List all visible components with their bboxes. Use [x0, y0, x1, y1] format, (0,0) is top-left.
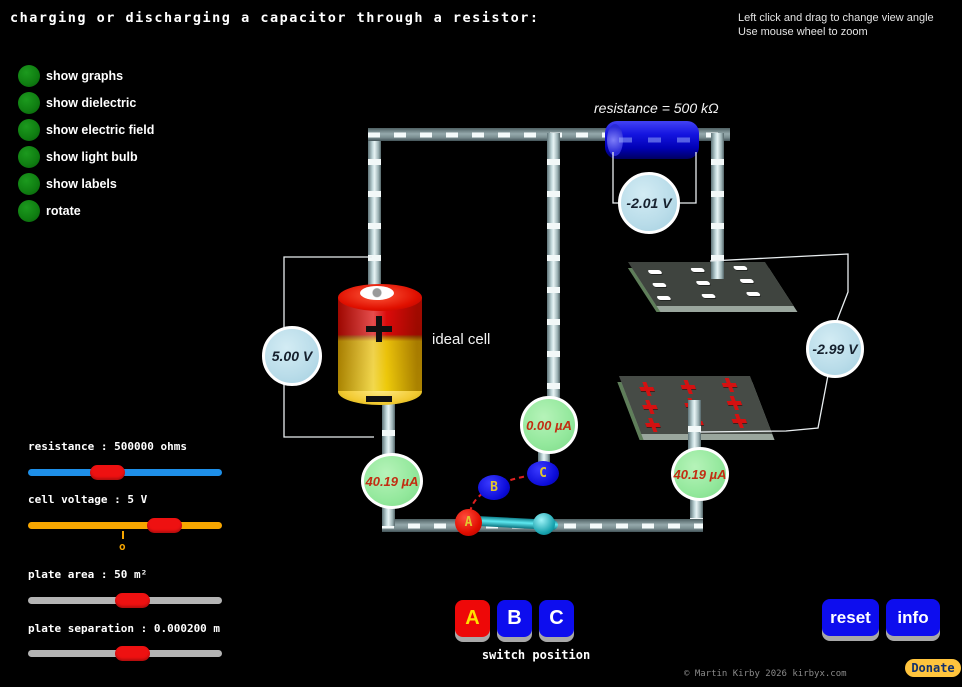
resistor-voltmeter-value: -2.01 V — [626, 195, 672, 211]
reset-label: reset — [830, 607, 871, 627]
positive-charge-icon — [725, 396, 744, 410]
wire-top-plate-stem — [711, 133, 724, 279]
options-panel: show graphs show dielectric show electri… — [18, 65, 154, 227]
checkbox-circle-icon[interactable] — [18, 119, 40, 141]
switch-position-c-button[interactable]: C — [539, 600, 574, 637]
checkbox-circle-icon[interactable] — [18, 65, 40, 87]
negative-charge-icon — [647, 270, 663, 274]
switch-contact-c: C — [527, 461, 559, 486]
capacitor-voltmeter-value: -2.99 V — [812, 341, 858, 357]
info-label: info — [897, 607, 929, 627]
plate-separation-slider-label: plate separation : 0.000200 m — [28, 622, 221, 635]
wire-battery-top — [368, 133, 381, 292]
copyright-text: © Martin Kirby 2026 kirbyx.com — [684, 669, 847, 679]
wire-middle-branch — [547, 133, 560, 399]
checkbox-circle-icon[interactable] — [18, 200, 40, 222]
contact-c-label: C — [539, 466, 547, 481]
checkbox-label: show electric field — [46, 123, 155, 137]
negative-charge-icon — [689, 268, 706, 272]
switch-position-b-button[interactable]: B — [497, 600, 532, 637]
checkbox-label: show labels — [46, 177, 117, 191]
switch-a-label: A — [465, 607, 480, 629]
zero-tick-mark — [122, 531, 124, 539]
checkbox-label: rotate — [46, 204, 81, 218]
plate-separation-slider-track[interactable] — [28, 646, 222, 661]
checkbox-show-dielectric[interactable]: show dielectric — [18, 92, 154, 114]
contact-b-label: B — [490, 480, 498, 495]
info-button[interactable]: info — [886, 599, 940, 636]
checkbox-show-labels[interactable]: show labels — [18, 173, 154, 195]
cell-voltage-slider-track[interactable] — [28, 518, 222, 533]
negative-charge-icon — [656, 296, 672, 300]
minus-terminal-icon — [366, 396, 392, 402]
switch-position-a-button[interactable]: A — [455, 600, 490, 637]
checkbox-label: show graphs — [46, 69, 124, 83]
cell-voltmeter: 5.00 V — [262, 326, 322, 386]
switch-b-label: B — [507, 607, 522, 629]
capacitor-voltmeter: -2.99 V — [806, 320, 864, 378]
positive-charge-icon — [679, 380, 698, 394]
checkbox-show-light-bulb[interactable]: show light bulb — [18, 146, 154, 168]
plate-area-slider-label: plate area : 50 m² — [28, 568, 148, 581]
checkbox-label: show light bulb — [46, 150, 138, 164]
contact-a-label: A — [464, 515, 473, 530]
plate-area-slider-track[interactable] — [28, 593, 222, 608]
resistance-slider-label: resistance : 500000 ohms — [28, 440, 187, 453]
cell-voltage-slider-label: cell voltage : 5 V — [28, 493, 148, 506]
resistor-voltmeter: -2.01 V — [618, 172, 680, 234]
negative-charge-icon — [745, 292, 762, 296]
switch-c-label: C — [549, 607, 564, 629]
positive-charge-icon — [640, 400, 659, 414]
positive-charge-icon — [637, 382, 656, 396]
checkbox-rotate[interactable]: rotate — [18, 200, 154, 222]
checkbox-circle-icon[interactable] — [18, 146, 40, 168]
positive-charge-icon — [643, 418, 662, 432]
plus-terminal-icon — [366, 316, 392, 342]
negative-charge-icon — [739, 279, 755, 283]
negative-charge-icon — [695, 281, 711, 285]
plate-separation-slider-thumb[interactable] — [115, 646, 150, 661]
switch-position-label: switch position — [481, 648, 591, 662]
battery-body — [338, 297, 422, 391]
checkbox-circle-icon[interactable] — [18, 92, 40, 114]
battery-cell — [338, 284, 422, 430]
positive-charge-icon — [720, 378, 739, 392]
checkbox-circle-icon[interactable] — [18, 173, 40, 195]
switch-arm-ball[interactable] — [533, 513, 555, 535]
reset-button[interactable]: reset — [822, 599, 879, 636]
negative-charge-icon — [651, 283, 668, 287]
page-title: charging or discharging a capacitor thro… — [10, 10, 540, 26]
resistance-slider-track[interactable] — [28, 465, 222, 480]
switch-contact-a: A — [455, 509, 482, 536]
checkbox-show-electric-field[interactable]: show electric field — [18, 119, 154, 141]
negative-charge-icon — [700, 294, 717, 298]
donate-button[interactable]: Donate — [905, 659, 961, 677]
resistor-label: resistance = 500 kΩ — [594, 100, 719, 116]
view-instructions: Left click and drag to change view angle… — [738, 11, 946, 39]
plate-area-slider-thumb[interactable] — [115, 593, 150, 608]
cell-voltage-slider-thumb[interactable] — [147, 518, 182, 533]
resistor — [605, 121, 699, 159]
resistance-slider-thumb[interactable] — [90, 465, 125, 480]
cell-ammeter: 40.19 µA — [361, 453, 423, 509]
cell-voltmeter-value: 5.00 V — [271, 348, 313, 364]
capacitor-ammeter-value: 40.19 µA — [673, 466, 727, 482]
wire-bottom-plate-stem — [688, 400, 701, 452]
branch-ammeter: 0.00 µA — [520, 396, 578, 454]
zero-tick-label: o — [119, 540, 126, 553]
branch-ammeter-value: 0.00 µA — [526, 417, 572, 433]
cell-label: ideal cell — [432, 331, 491, 348]
battery-terminal — [360, 286, 394, 300]
donate-label: Donate — [911, 661, 955, 675]
capacitor-ammeter: 40.19 µA — [671, 447, 729, 501]
cell-ammeter-value: 40.19 µA — [365, 473, 419, 489]
checkbox-label: show dielectric — [46, 96, 137, 110]
switch-contact-b: B — [478, 475, 510, 500]
instruction-line-1: Left click and drag to change view angle — [738, 12, 934, 24]
instruction-line-2: Use mouse wheel to zoom — [738, 26, 868, 38]
checkbox-show-graphs[interactable]: show graphs — [18, 65, 154, 87]
positive-charge-icon — [730, 414, 749, 428]
negative-charge-icon — [732, 266, 749, 270]
